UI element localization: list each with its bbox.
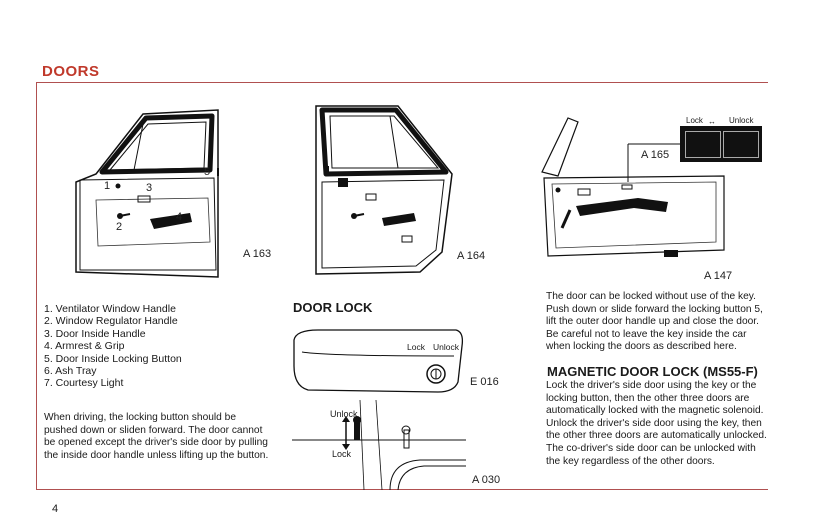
figure-a030: [292, 399, 466, 490]
magnetic-paragraph-2: Unlock the driver's side door using the …: [546, 417, 767, 442]
e016-lock-label: Lock: [407, 342, 425, 352]
figure-a164: [315, 105, 453, 275]
driving-note-paragraph: When driving, the locking button should …: [44, 412, 269, 461]
page-number: 4: [52, 503, 59, 515]
figure-code-a030: A 030: [472, 474, 501, 486]
parts-list: 1. Ventilator Window Handle 2. Window Re…: [44, 303, 182, 390]
figure-a163: [75, 109, 219, 278]
parts-item: 6. Ash Tray: [44, 365, 97, 378]
figure-code-a163: A 163: [243, 248, 272, 260]
parts-item: 3. Door Inside Handle: [44, 327, 146, 340]
callout-1: 1: [104, 180, 111, 192]
figure-code-a165: A 165: [641, 149, 670, 161]
magnetic-lock-text: Lock the driver's side door using the ke…: [546, 380, 768, 468]
e016-unlock-label: Unlock: [433, 342, 459, 352]
figure-a165-panel: [680, 126, 762, 162]
content-frame: [36, 82, 768, 490]
figure-code-a164: A 164: [457, 250, 486, 262]
figure-e016: [293, 329, 464, 393]
parts-item: 7. Courtesy Light: [44, 377, 124, 390]
figure-code-a147: A 147: [704, 270, 733, 282]
callout-2: 2: [116, 221, 123, 233]
callout-5: 5: [204, 166, 211, 178]
parts-item: 4. Armrest & Grip: [44, 340, 125, 353]
section-title: DOORS: [42, 63, 100, 80]
a165-leader-line: [627, 143, 680, 182]
callout-3: 3: [146, 182, 153, 194]
parts-item: 2. Window Regulator Handle: [44, 315, 178, 328]
magnetic-door-lock-heading: MAGNETIC DOOR LOCK (MS55-F): [547, 364, 758, 379]
a165-arrow-icon: ↔: [708, 117, 716, 126]
magnetic-paragraph-1: Lock the driver's side door using the ke…: [546, 380, 764, 417]
parts-item: 1. Ventilator Window Handle: [44, 303, 176, 315]
title-rule: [36, 82, 768, 83]
callout-4: 4: [176, 211, 183, 223]
figure-code-e016: E 016: [470, 376, 499, 388]
a165-unlock-label: Unlock: [729, 116, 754, 125]
a030-lock-label: Lock: [332, 449, 352, 459]
magnetic-paragraph-3: The co-driver's side door can be unlocke…: [546, 442, 756, 467]
lock-without-key-paragraph: The door can be locked without use of th…: [546, 291, 763, 353]
a030-unlock-label: Unlock: [330, 409, 358, 419]
door-lock-heading: DOOR LOCK: [293, 300, 373, 315]
parts-item: 5. Door Inside Locking Button: [44, 352, 182, 365]
figure-a147: [541, 117, 725, 257]
a165-lock-label: Lock: [686, 116, 703, 125]
